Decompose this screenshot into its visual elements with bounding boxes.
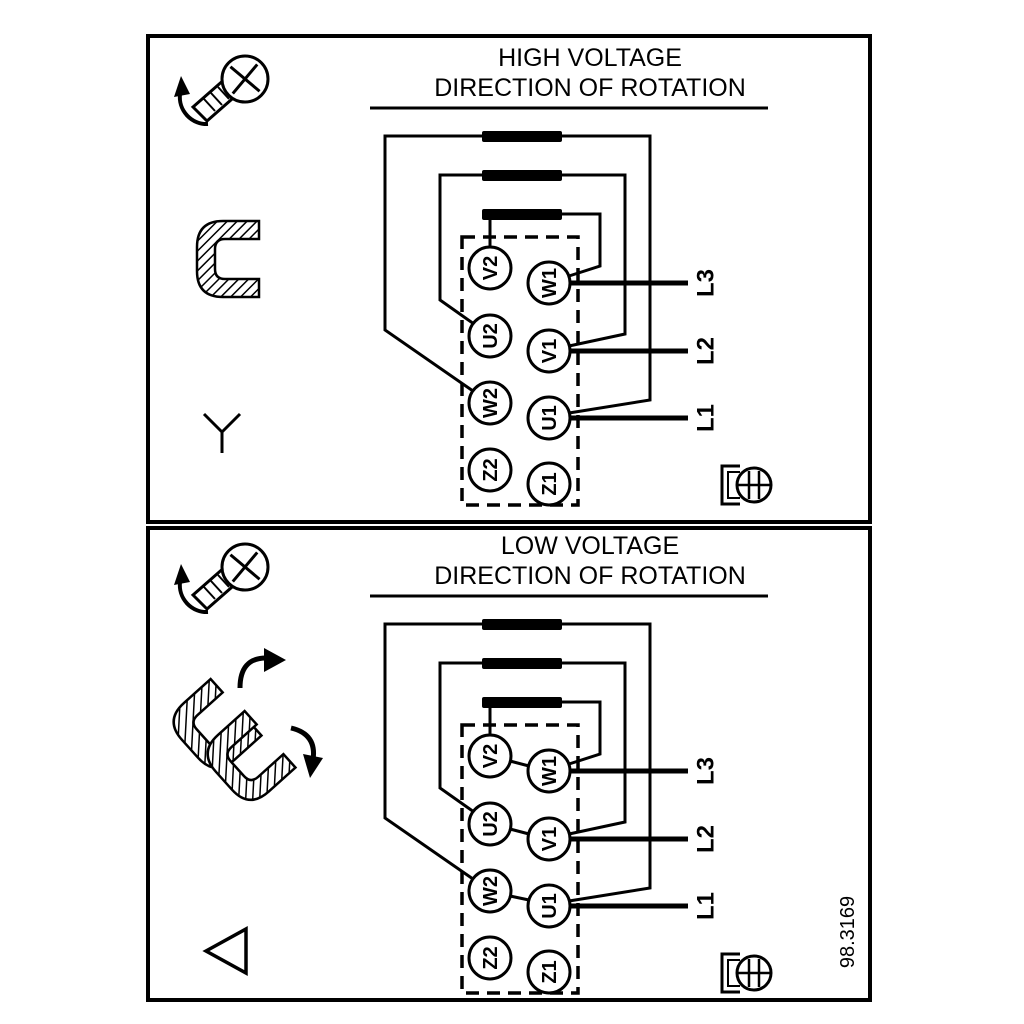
rotation-arrow [237, 655, 267, 689]
jumper-bar [482, 658, 562, 669]
delta-jumper-links-icon [163, 648, 323, 811]
terminal-w1 [526, 748, 572, 794]
terminal-u1 [526, 883, 572, 929]
wire [438, 173, 482, 326]
terminal-w2-label: W2 [480, 388, 502, 418]
supply-label-l2: L2 [692, 337, 719, 365]
low-voltage-title: LOW VOLTAGE [501, 532, 679, 560]
terminal-z2-label: Z2 [480, 458, 502, 481]
terminal-u2-label: U2 [480, 811, 502, 837]
low-voltage-subtitle: DIRECTION OF ROTATION [434, 562, 746, 590]
rotation-arrow [290, 725, 317, 761]
supply-label-l3: L3 [692, 269, 719, 297]
terminal-v2 [467, 245, 513, 291]
terminal-w1-label: W1 [539, 756, 561, 786]
terminal-z2 [467, 447, 513, 493]
wire [383, 622, 482, 881]
supply-label-l3: L3 [692, 757, 719, 785]
terminal-v2 [467, 733, 513, 779]
wire [438, 661, 482, 814]
terminal-v1 [526, 328, 572, 374]
terminal-u1 [526, 395, 572, 441]
wire [562, 173, 627, 348]
terminal-u1-label: U1 [539, 893, 561, 919]
terminal-z1 [526, 949, 572, 995]
jumper-bar [482, 131, 562, 142]
terminal-v2-label: V2 [480, 256, 502, 280]
terminal-v2-label: V2 [480, 744, 502, 768]
supply-label-l1: L1 [692, 892, 719, 920]
terminal-v1-label: V1 [539, 827, 561, 851]
terminal-z1 [526, 461, 572, 507]
high-voltage-subtitle: DIRECTION OF ROTATION [434, 74, 746, 102]
terminal-u1-label: U1 [539, 405, 561, 431]
wire [562, 212, 602, 278]
figure-number: 98.3169 [837, 896, 859, 968]
terminals: V2 U2 W2 Z2 W1 V1 U1 Z1 [467, 245, 572, 507]
terminal-w2 [467, 380, 513, 426]
high-voltage-title: HIGH VOLTAGE [498, 44, 682, 72]
delta-bridge-wire [509, 894, 530, 902]
star-wiring [383, 134, 652, 415]
terminal-u2-label: U2 [480, 323, 502, 349]
wire [562, 622, 652, 903]
delta-bridge-wire [509, 759, 530, 768]
terminal-z1-label: Z1 [539, 960, 561, 983]
jumper-bar [482, 170, 562, 181]
supply-label-l1: L1 [692, 404, 719, 432]
terminal-w1 [526, 260, 572, 306]
terminal-board [460, 723, 580, 995]
terminal-v1 [526, 816, 572, 862]
jumper-bar [482, 209, 562, 220]
rotation-arrowhead [303, 754, 323, 778]
wire [383, 134, 482, 393]
wire [562, 134, 652, 415]
delta-connection-icon [202, 926, 248, 976]
terminal-board [460, 235, 580, 507]
star-connection-icon [202, 412, 242, 453]
terminal-z1-label: Z1 [539, 472, 561, 495]
panel-high-voltage: HIGH VOLTAGE DIRECTION OF ROTATION L3 L2 [146, 34, 872, 524]
supply-label-l2: L2 [692, 825, 719, 853]
terminal-w2 [467, 868, 513, 914]
terminal-w1-label: W1 [539, 268, 561, 298]
terminal-z2-label: Z2 [480, 946, 502, 969]
wire [562, 700, 602, 766]
delta-bridge-wire [509, 827, 530, 836]
panel-low-voltage: LOW VOLTAGE DIRECTION OF ROTATION [146, 526, 872, 1002]
terminal-z2 [467, 935, 513, 981]
high-voltage-frame [146, 34, 872, 524]
terminal-u2 [467, 313, 513, 359]
terminals: V2 U2 W2 Z2 W1 V1 U1 Z1 [467, 733, 572, 995]
terminal-w2-label: W2 [480, 876, 502, 906]
terminal-v1-label: V1 [539, 339, 561, 363]
jumper-bar [482, 697, 562, 708]
delta-wiring [383, 622, 652, 903]
rotation-arrowhead [264, 648, 286, 672]
low-voltage-frame [146, 526, 872, 1002]
terminal-u2 [467, 801, 513, 847]
jumper-bar [482, 619, 562, 630]
wire [562, 661, 627, 836]
